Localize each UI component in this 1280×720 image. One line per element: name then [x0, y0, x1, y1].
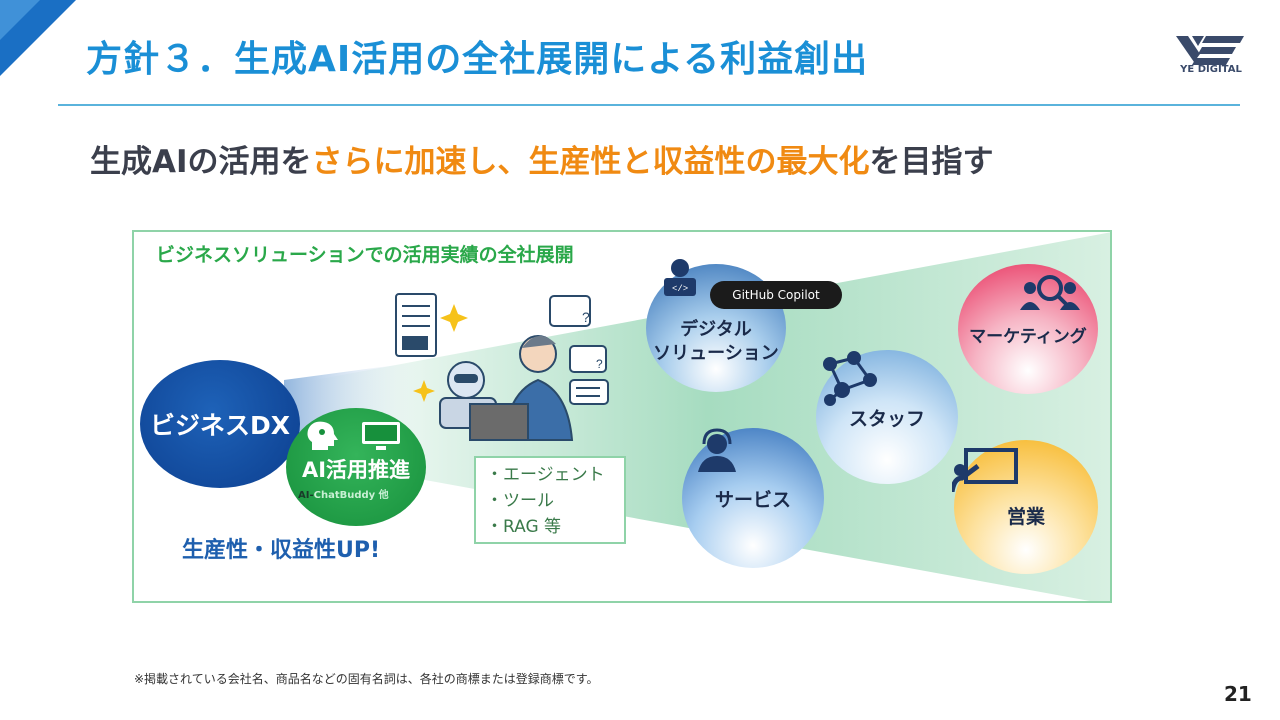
list-item: ・ツール: [486, 491, 554, 511]
staff-label: スタッフ: [848, 407, 925, 430]
service-circle: サービス: [682, 428, 824, 568]
page-number: 21: [1224, 682, 1252, 706]
ai-sub-name: ChatBuddy: [313, 490, 376, 501]
presentation-icon: [952, 448, 1018, 492]
ye-digital-logo: [1176, 36, 1244, 65]
panel-title: ビジネスソリューションでの活用実績の全社展開: [156, 244, 574, 266]
digital-label-line1: デジタル: [680, 319, 752, 340]
diagram-panel: ビジネスソリューションでの活用実績の全社展開 ? ? ビジネスDX: [132, 230, 1112, 603]
list-item: ・エージェント: [486, 465, 605, 485]
svg-text:?: ?: [596, 357, 603, 371]
market-research-icon: [1020, 275, 1080, 310]
corner-decoration: [0, 0, 76, 76]
page-title: 方針３．生成AI活用の全社展開による利益創出: [86, 39, 869, 80]
title-divider: [58, 104, 1240, 106]
person-robot-illustration: [395, 293, 574, 441]
monitor-icon: [362, 422, 400, 450]
digital-label-line2: ソリューション: [653, 343, 779, 364]
developer-icon: </>: [664, 259, 696, 296]
subtitle-highlight: さらに加速し、生産性と収益性の最大化: [311, 144, 870, 180]
subtitle-part1: 生成AIの活用を: [90, 144, 312, 180]
ai-chatbuddy-label: AI-ChatBuddy 他: [298, 486, 389, 501]
subtitle-part2: を目指す: [869, 144, 994, 180]
sales-circle: 営業: [954, 440, 1098, 574]
github-copilot-badge: GitHub Copilot: [710, 281, 842, 309]
logo-text: YE DIGITAL: [1180, 64, 1242, 75]
ai-sub-suffix: 他: [378, 490, 389, 501]
svg-text:?: ?: [582, 309, 590, 325]
support-headset-icon: [698, 428, 736, 472]
ai-head-icon: [307, 421, 338, 450]
staff-circle: スタッフ: [816, 350, 958, 484]
business-dx-circle: ビジネスDX: [140, 360, 300, 488]
business-dx-label: ビジネスDX: [149, 411, 291, 440]
ai-sub-prefix: AI-: [298, 490, 314, 501]
ai-promotion-circle: AI活用推進 AI-ChatBuddy 他: [286, 408, 426, 526]
service-label: サービス: [714, 488, 791, 511]
network-people-icon: [823, 351, 877, 406]
ai-feature-list: ・エージェント ・ツール ・RAG 等: [474, 456, 626, 544]
speech-bubble-icons: ? ?: [549, 295, 609, 405]
productivity-up-text: 生産性・収益性UP!: [182, 538, 381, 563]
svg-text:</>: </>: [672, 284, 688, 294]
subtitle: 生成AIの活用をさらに加速し、生産性と収益性の最大化を目指す: [90, 136, 994, 181]
trademark-note: ※掲載されている会社名、商品名などの固有名詞は、各社の商標または登録商標です。: [134, 672, 599, 686]
ai-promotion-label: AI活用推進: [301, 458, 411, 482]
marketing-label: マーケティング: [969, 326, 1087, 347]
sales-label: 営業: [1006, 505, 1045, 528]
list-item: ・RAG 等: [486, 517, 562, 537]
